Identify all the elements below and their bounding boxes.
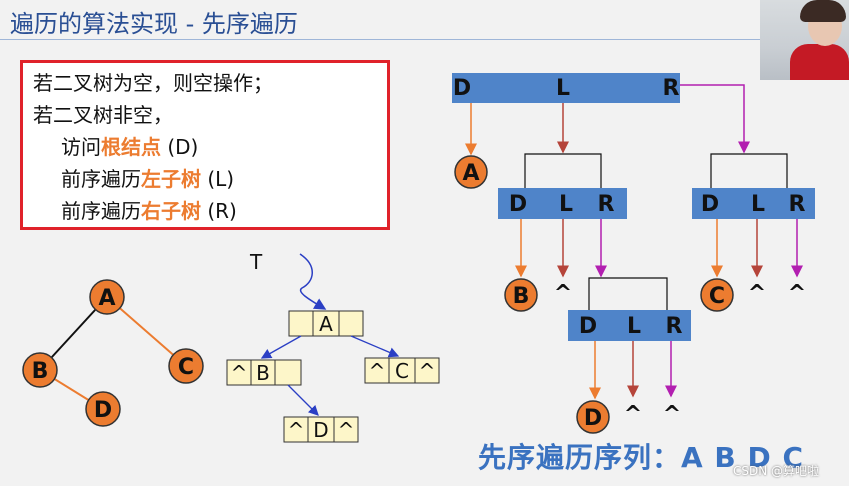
tree-node-a-label: A: [98, 286, 115, 311]
ll-null-marker: ^: [288, 418, 305, 442]
ll-link-a-c: [350, 335, 400, 358]
page-title: 遍历的算法实现 - 先序遍历: [10, 10, 298, 38]
bracket-b-right: [588, 277, 668, 310]
tree-node-d: [85, 391, 121, 427]
arrow-right-subtree: [680, 84, 750, 154]
recursion-bar-c: [692, 188, 815, 219]
rule-text: (L): [201, 167, 235, 191]
presenter-hair: [800, 0, 846, 22]
null-marker: ^: [748, 281, 766, 306]
recursion-bar-root: [452, 73, 680, 103]
bar-label-l: L: [559, 192, 573, 217]
tree-node-c: [168, 348, 204, 384]
bar-label-d: D: [509, 192, 527, 217]
recursion-bar-b: [498, 188, 627, 219]
recursion-diagram: D L R A D L R D L R B ^: [452, 73, 815, 434]
linked-representation: T A ^ B ^ C ^ ^ D ^: [226, 250, 440, 443]
bar-label-r: R: [666, 314, 683, 339]
visit-node-d-label: D: [584, 406, 602, 431]
ll-node-a: [288, 310, 364, 337]
null-marker: ^: [624, 402, 642, 427]
rule-line-right-subtree: 前序遍历右子树 (R): [61, 195, 237, 224]
bar-label-r: R: [598, 192, 615, 217]
bar-label-r: R: [663, 76, 680, 101]
bar-label-d: D: [701, 192, 719, 217]
rule-line-left-subtree: 前序遍历左子树 (L): [61, 163, 234, 192]
bar-label-d: D: [579, 314, 597, 339]
rule-line-visit-root: 访问根结点 (D): [61, 131, 198, 160]
rule-text: (D): [161, 135, 199, 159]
recursion-bar-d: [568, 310, 691, 341]
tree-node-d-label: D: [94, 398, 112, 423]
ll-null-marker: ^: [231, 361, 248, 385]
binary-tree: A B C D: [22, 279, 204, 427]
bracket-right: [710, 153, 788, 188]
null-marker: ^: [554, 281, 572, 306]
bar-label-l: L: [627, 314, 641, 339]
visit-node-d: [576, 400, 610, 434]
tree-node-b-label: B: [32, 359, 49, 384]
visit-node-b: [504, 278, 538, 312]
tree-node-a: [89, 279, 125, 315]
ll-link-b-d: [287, 384, 319, 416]
tree-node-b: [22, 352, 58, 388]
bar-label-r: R: [789, 192, 806, 217]
null-marker: ^: [788, 281, 806, 306]
rule-highlight: 左子树: [141, 167, 201, 191]
rule-line-nonempty: 若二叉树非空，: [33, 103, 173, 127]
rule-highlight: 根结点: [101, 135, 161, 159]
ll-link-a-b: [260, 335, 302, 359]
root-pointer-label: T: [249, 250, 263, 274]
bar-label-d: D: [453, 76, 471, 101]
ll-node-c-label: C: [395, 359, 409, 383]
ll-node-b: [226, 359, 302, 386]
visit-node-c: [700, 278, 734, 312]
tree-node-c-label: C: [178, 355, 194, 380]
rule-highlight: 右子树: [141, 199, 201, 223]
visit-node-a: [454, 155, 488, 189]
rule-line-empty: 若二叉树为空，则空操作；: [33, 71, 273, 95]
presenter-shoulders: [790, 44, 849, 80]
root-pointer-arrow: [299, 253, 327, 310]
ll-null-marker: ^: [419, 359, 436, 383]
watermark: CSDN @算吧啦: [733, 464, 820, 478]
ll-node-b-label: B: [256, 361, 270, 385]
visit-node-c-label: C: [709, 284, 725, 309]
visit-node-a-label: A: [462, 161, 479, 186]
ll-node-c: [364, 357, 440, 384]
ll-node-d: [283, 416, 359, 443]
rule-text: 访问: [61, 135, 101, 159]
ll-null-marker: ^: [369, 359, 386, 383]
bar-label-l: L: [556, 76, 570, 101]
null-marker: ^: [663, 402, 681, 427]
rule-text: 前序遍历: [61, 167, 141, 191]
bracket-left: [524, 153, 602, 188]
ll-node-a-label: A: [319, 312, 333, 336]
title-divider: [0, 39, 760, 40]
rule-text: 前序遍历: [61, 199, 141, 223]
visit-node-b-label: B: [513, 284, 530, 309]
webcam-overlay: [760, 0, 849, 80]
rules-box: 若二叉树为空，则空操作； 若二叉树非空， 访问根结点 (D) 前序遍历左子树 (…: [20, 60, 390, 230]
bar-label-l: L: [751, 192, 765, 217]
ll-node-d-label: D: [313, 418, 328, 442]
rule-text: (R): [201, 199, 237, 223]
ll-null-marker: ^: [338, 418, 355, 442]
preorder-sequence: 先序遍历序列：A B D C: [478, 441, 805, 474]
